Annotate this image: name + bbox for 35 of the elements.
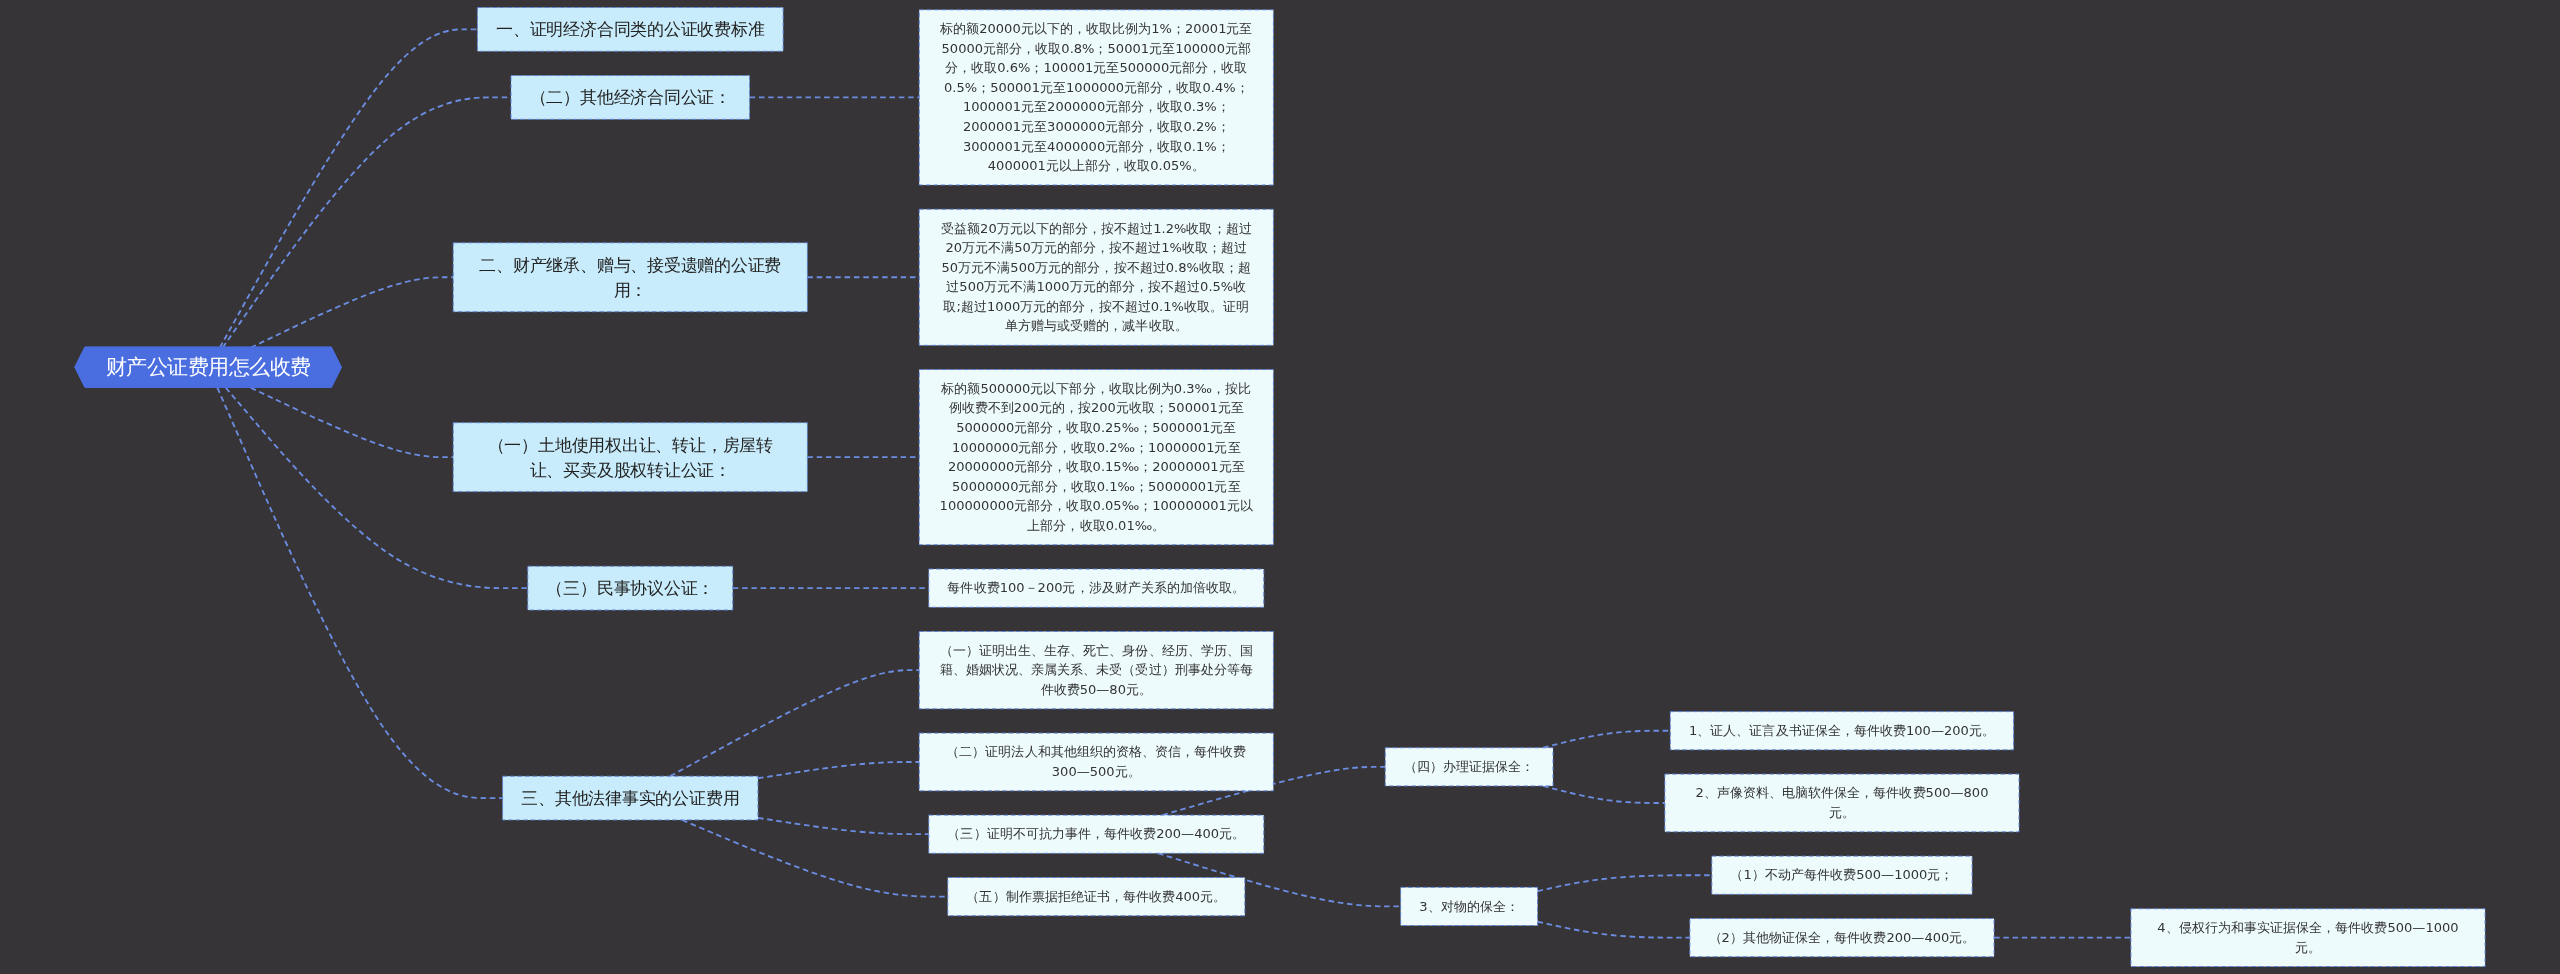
node-box: （三）民事协议公证： — [527, 565, 734, 611]
connector — [216, 386, 504, 799]
node-box: 3、对物的保全： — [1400, 886, 1539, 926]
connector — [218, 28, 479, 349]
node-box: （四）办理证据保全： — [1384, 747, 1554, 787]
node-box: 标的额20000元以下的，收取比例为1%；20001元至50000元部分，收取0.8%；50001元至100000元部分，收取0.6%；100001元至500000元部分，收取0.5%；500001元至1000000元部分，收取0.4%；1000001元至2000000元部分，收取0.3%；2000001元至3000000元部分，收取0.2%；3000001元至4000000元部分，收取0.1%；4000001元以上部分，收取0.05%。 — [918, 9, 1274, 186]
node-box: 二、财产继承、赠与、接受遗赠的公证费用： — [452, 242, 808, 313]
node-box: 2、声像资料、电脑软件保全，每件收费500—800元。 — [1664, 773, 2020, 833]
connector — [748, 96, 921, 99]
node-box: 受益额20万元以下的部分，按不超过1.2%收取；超过20万元不满50万元的部分，按不超过1%收取；超过50万元不满500万元的部分，按不超过0.8%收取；超过500万元不满1000万元的部分，按不超过0.5%收取;超过1000万元的部分，按不超过0.1%收取。证明单方赠与或受赠的，减半收取。 — [918, 208, 1274, 346]
node-box: （二）证明法人和其他组织的资格、资信，每件收费300—500元。 — [918, 732, 1274, 792]
node-box: 三、其他法律事实的公证费用 — [502, 775, 759, 821]
node-box: （一）证明出生、生存、死亡、身份、经历、学历、国籍、婚姻状况、亲属关系、未受（受过）刑事处分等每件收费50—80元。 — [918, 631, 1274, 710]
connector — [757, 761, 921, 780]
connector — [1536, 920, 1691, 939]
connector — [757, 816, 930, 836]
node-box: 4、侵权行为和事实证据保全，每件收费500—1000元。 — [2130, 908, 2486, 967]
node-box: （三）证明不可抗力事件，每件收费200—400元。 — [928, 814, 1265, 854]
connector — [1993, 936, 2132, 939]
node-box: 标的额500000元以下部分，收取比例为0.3‰，按比例收费不到200元的，按200元收取；500001元至5000000元部分，收取0.25‰；5000001元至10000000元部分，收取0.2‰；10000001元至20000000元部分，收取0.15‰；20000001元至50000000元部分，收取0.1‰；50000001元至100000000元部分，收取0.05‰；100000001元以上部分，收取0.01‰。 — [918, 369, 1274, 546]
node-box: （2）其他物证保全，每件收费200—400元。 — [1689, 918, 1995, 958]
connector — [669, 669, 921, 778]
connector — [249, 386, 455, 459]
connector — [224, 386, 529, 590]
connector — [1536, 874, 1713, 893]
connector — [1542, 785, 1666, 804]
node-box: 1、证人、证言及书证保全，每件收费100—200元。 — [1669, 711, 2015, 751]
connector — [1157, 852, 1402, 908]
connector — [249, 276, 455, 349]
node-box: （1）不动产每件收费500—1000元； — [1711, 855, 1973, 895]
node-box: （二）其他经济合同公证： — [510, 75, 751, 120]
node-box: （五）制作票据拒绝证书，每件收费400元。 — [947, 877, 1246, 917]
node-box: 每件收费100－200元，涉及财产关系的加倍收取。 — [928, 568, 1265, 608]
node-box: 一、证明经济合同类的公证收费标准 — [476, 7, 784, 52]
node-box: （一）土地使用权出让、转让，房屋转让、买卖及股权转让公证： — [452, 422, 808, 493]
